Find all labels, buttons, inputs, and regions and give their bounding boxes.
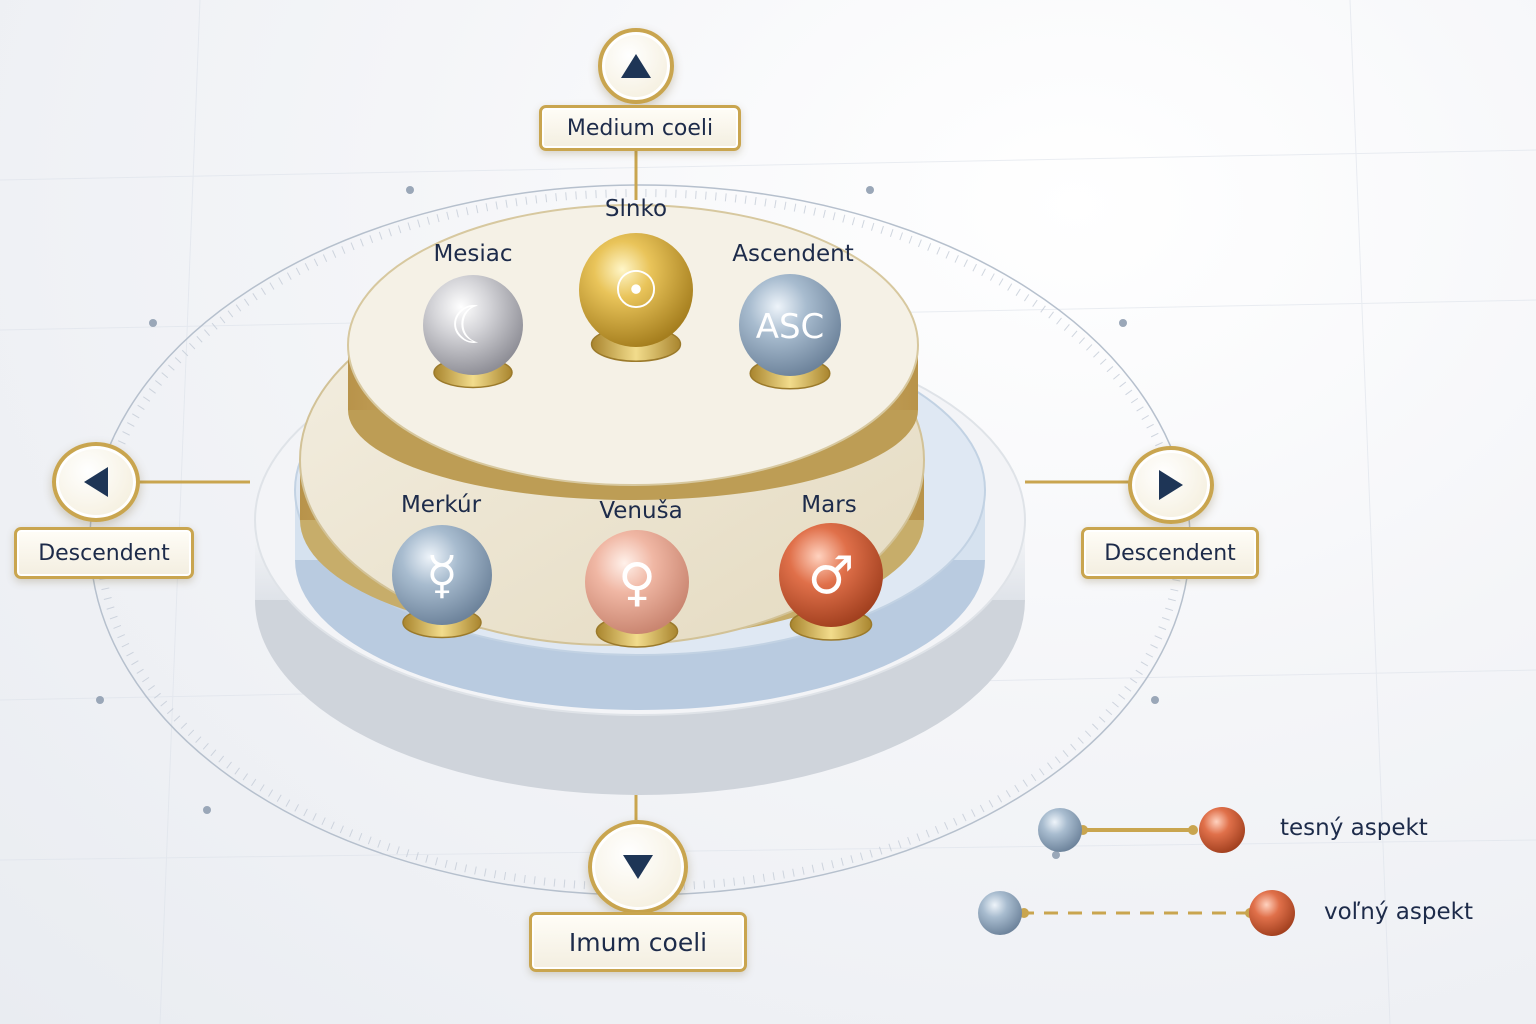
sphere bbox=[779, 523, 883, 627]
legend-tight-red-sphere bbox=[1199, 807, 1245, 853]
planet-label-merkur: Merkúr bbox=[400, 492, 482, 518]
legend-loose-label: voľný aspekt bbox=[1324, 899, 1473, 925]
planet-sphere-mars: ♂ bbox=[779, 523, 883, 641]
descendent-left-label: Descendent bbox=[14, 527, 194, 579]
planet-sphere-ascendant: ASC bbox=[739, 274, 841, 390]
orbit-dots bbox=[96, 186, 1159, 859]
ascendant-icon: ASC bbox=[756, 307, 825, 347]
planet-spheres: ☉ ☾ ASC ☿ ♀ ♂ bbox=[392, 233, 883, 648]
legend-tight-label: tesný aspekt bbox=[1280, 815, 1428, 841]
arrow-right-icon bbox=[1159, 470, 1183, 500]
moon-icon: ☾ bbox=[450, 296, 497, 356]
arrow-down-icon bbox=[623, 855, 653, 879]
arrow-up-icon bbox=[621, 54, 651, 78]
venus-icon: ♀ bbox=[618, 553, 656, 613]
planet-sphere-moon: ☾ bbox=[423, 275, 523, 389]
planet-label-mars: Mars bbox=[801, 492, 857, 518]
planet-sphere-mercury: ☿ bbox=[392, 525, 492, 639]
right-marker-button[interactable] bbox=[1128, 446, 1214, 524]
legend-tight-blue-sphere bbox=[1038, 808, 1082, 852]
planet-label-mesiac: Mesiac bbox=[433, 241, 513, 267]
sphere bbox=[423, 275, 523, 375]
sphere bbox=[585, 530, 689, 634]
mc-marker-button[interactable] bbox=[598, 28, 674, 104]
legend-lines bbox=[1019, 825, 1255, 918]
angle-connectors bbox=[138, 148, 1130, 820]
mercury-icon: ☿ bbox=[426, 546, 458, 606]
planet-label-ascendent: Ascendent bbox=[732, 241, 854, 267]
legend-spheres bbox=[978, 807, 1295, 936]
descendent-right-label: Descendent bbox=[1081, 527, 1259, 579]
ic-label: Imum coeli bbox=[529, 912, 747, 972]
left-marker-button[interactable] bbox=[52, 442, 140, 522]
sphere bbox=[392, 525, 492, 625]
planet-label-venusa: Venuša bbox=[599, 498, 683, 524]
planet-sphere-venus: ♀ bbox=[585, 530, 689, 648]
mars-icon: ♂ bbox=[808, 546, 855, 606]
sphere bbox=[579, 233, 693, 347]
sphere bbox=[739, 274, 841, 376]
legend-loose-blue-sphere bbox=[978, 891, 1022, 935]
planet-label-slnko: Slnko bbox=[604, 196, 668, 222]
mc-label: Medium coeli bbox=[539, 105, 741, 151]
ic-marker-button[interactable] bbox=[588, 820, 688, 914]
planet-sphere-sun: ☉ bbox=[579, 233, 693, 362]
arrow-left-icon bbox=[84, 467, 108, 497]
sun-icon: ☉ bbox=[613, 261, 660, 321]
legend-loose-red-sphere bbox=[1249, 890, 1295, 936]
